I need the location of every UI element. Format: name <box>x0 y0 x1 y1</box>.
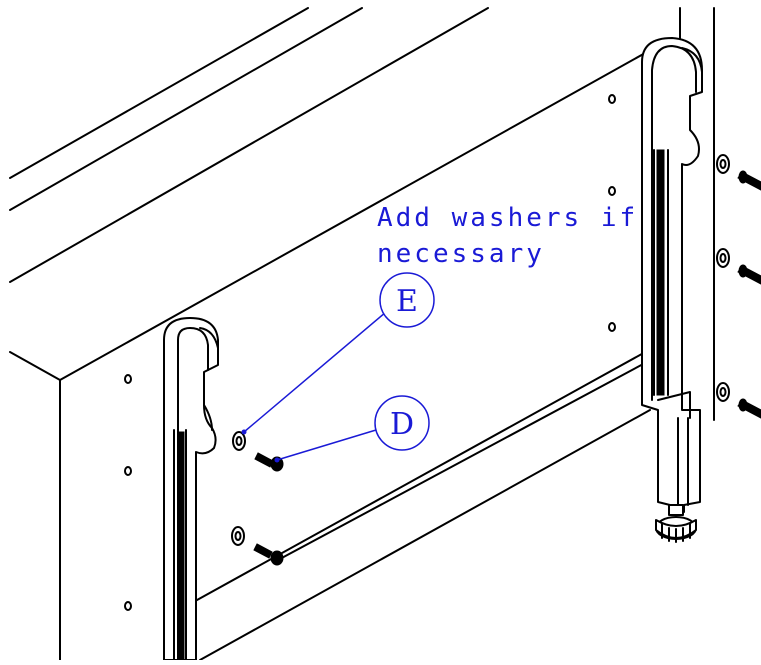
washer <box>716 248 730 268</box>
panel-hole <box>608 94 616 104</box>
panel-holes <box>124 94 616 611</box>
bolts <box>253 170 761 566</box>
top-edge-lines <box>9 7 673 381</box>
panel-hole <box>124 374 132 384</box>
callout-d: D <box>274 395 430 463</box>
callout-circle <box>379 272 435 328</box>
note-line-2: necessary <box>377 239 545 269</box>
washer <box>716 154 730 174</box>
callout-letter-e: E <box>396 284 418 319</box>
right-leg-bracket <box>641 37 703 513</box>
washer <box>232 431 246 451</box>
callout-e: E <box>241 272 435 435</box>
bolt <box>253 543 284 566</box>
washer <box>716 382 730 402</box>
bolt <box>737 398 761 419</box>
callout-letter-d: D <box>390 407 414 442</box>
washer <box>231 526 245 546</box>
panel-hole <box>608 186 616 196</box>
panel-hole <box>124 466 132 476</box>
adjustable-foot <box>655 504 697 543</box>
bolt <box>254 452 284 472</box>
left-leg-bracket <box>163 317 219 661</box>
note-line-1: Add washers if <box>377 203 638 233</box>
bolt <box>737 170 761 191</box>
panel-hole <box>124 601 132 611</box>
cabinet-panel <box>9 7 715 661</box>
assembly-note: Add washers if necessary <box>377 203 638 269</box>
bolt <box>737 264 761 285</box>
panel-hole <box>608 322 616 332</box>
washers <box>231 154 730 546</box>
callout-circle <box>374 395 430 451</box>
